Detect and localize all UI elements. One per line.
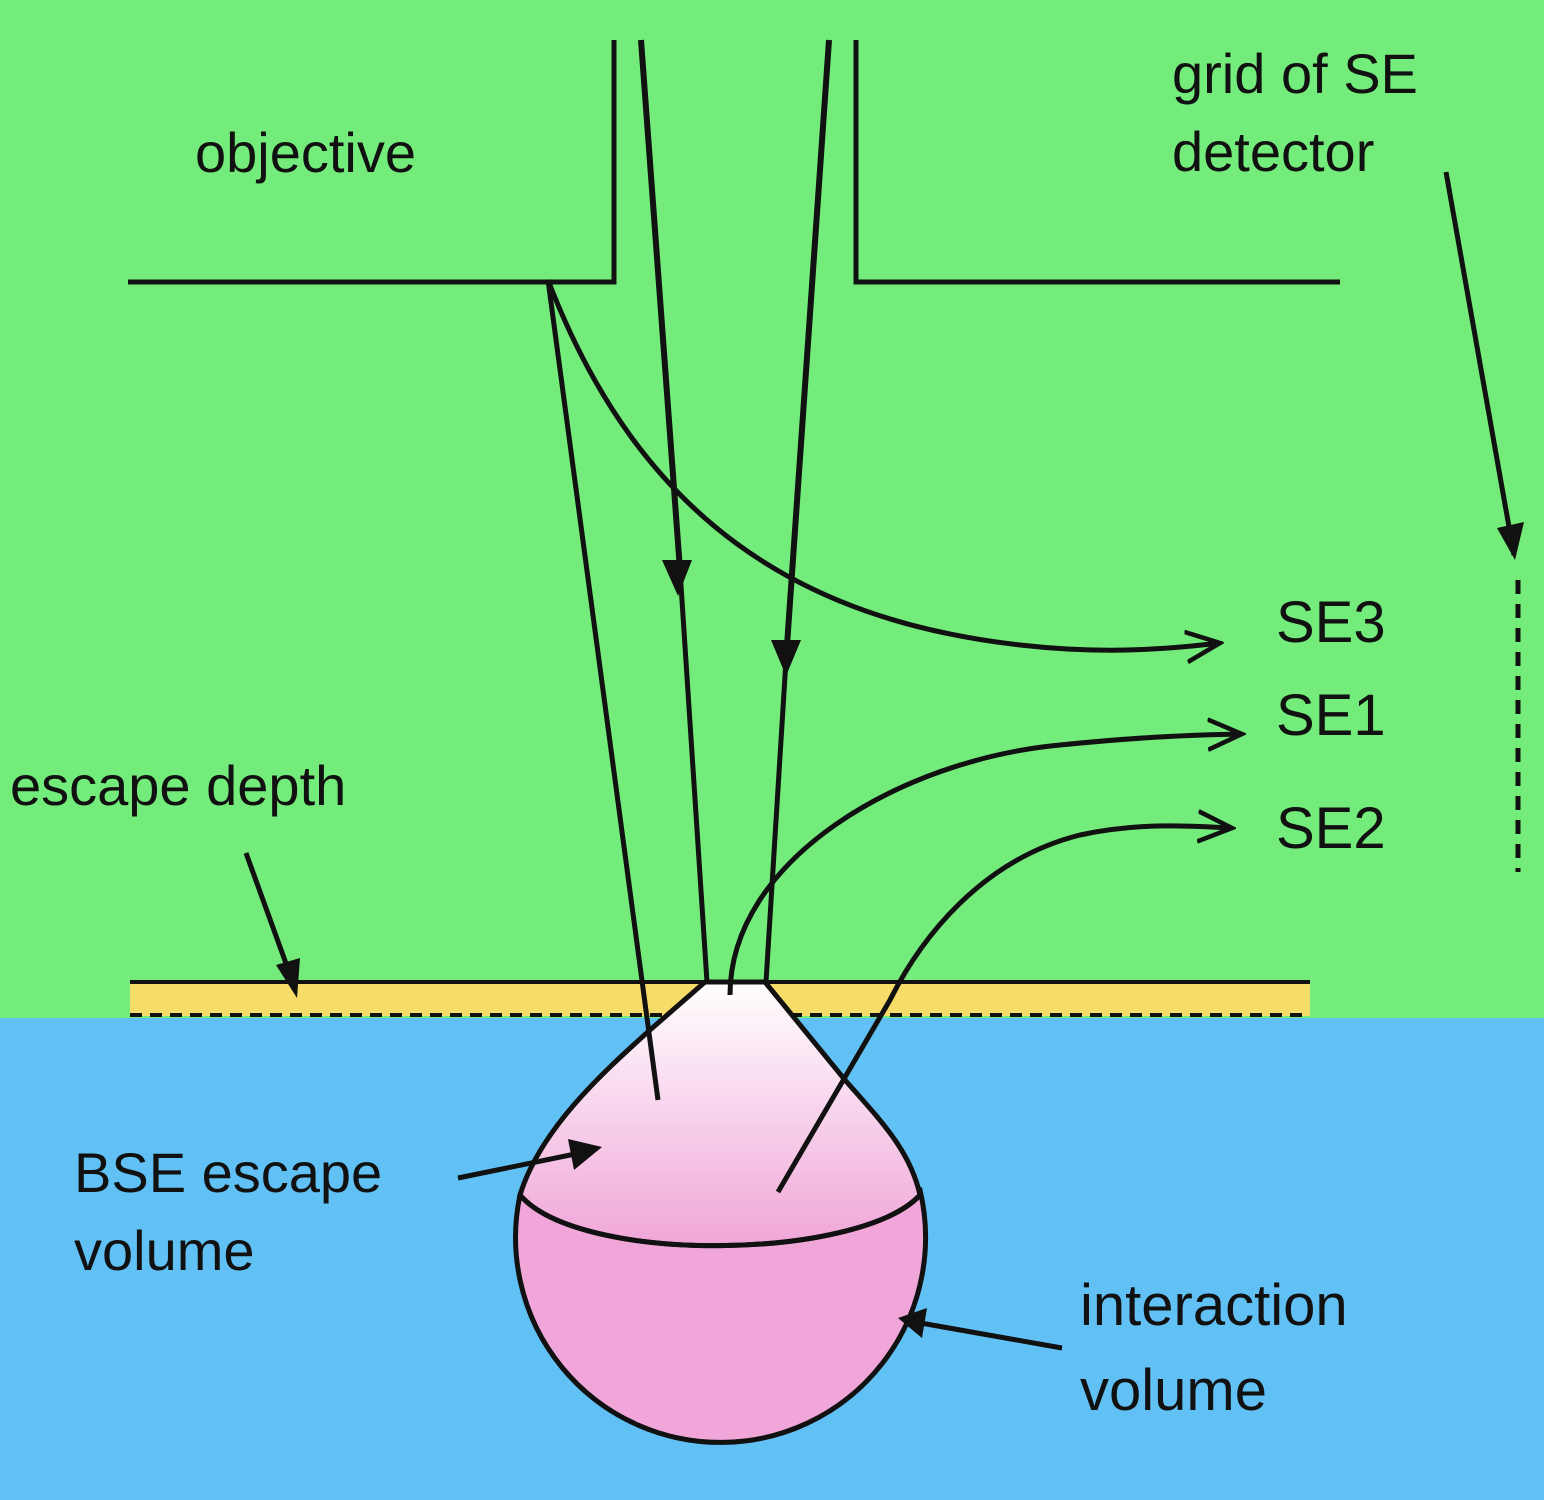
escape-depth-pointer-arrowhead (276, 958, 300, 998)
interaction-label-line2: volume (1080, 1358, 1267, 1423)
primary-beam-left-lower (677, 569, 710, 983)
se1-label: SE1 (1276, 683, 1386, 748)
interaction-pointer-arrow (914, 1319, 1063, 1351)
objective-right-pole (853, 40, 1340, 285)
bse-track (545, 279, 661, 1101)
escape-depth-label: escape depth (10, 754, 346, 817)
grid-label-line2: detector (1172, 120, 1374, 183)
bse-label-line2: volume (74, 1219, 255, 1282)
primary-beam-left (638, 39, 684, 571)
grid-label-line1: grid of SE (1172, 42, 1418, 105)
se3-label: SE3 (1276, 590, 1386, 655)
primary-beam-right (782, 39, 832, 661)
beam-arrowhead-left (662, 560, 692, 596)
se3-trajectory (545, 279, 1220, 650)
interaction-pointer-arrowhead (898, 1308, 927, 1338)
se1-trajectory (727, 734, 1242, 996)
interaction-label-line1: interaction (1080, 1273, 1348, 1338)
beam-arrowhead-right (771, 640, 801, 676)
se2-trajectory (775, 826, 1232, 1194)
objective-left-pole (128, 40, 617, 285)
objective-label: objective (195, 121, 416, 184)
grid-pointer-arrow (1443, 171, 1517, 556)
grid-pointer-arrowhead (1497, 522, 1524, 560)
bse-boundary-arc (518, 1193, 922, 1249)
bse-pointer-arrow (457, 1150, 581, 1181)
bse-label-line1: BSE escape (74, 1141, 382, 1204)
escape-depth-pointer-arrow (243, 852, 295, 981)
se2-label: SE2 (1276, 796, 1386, 861)
primary-beam-right-lower (763, 659, 789, 983)
bse-pointer-arrowhead (568, 1139, 602, 1170)
